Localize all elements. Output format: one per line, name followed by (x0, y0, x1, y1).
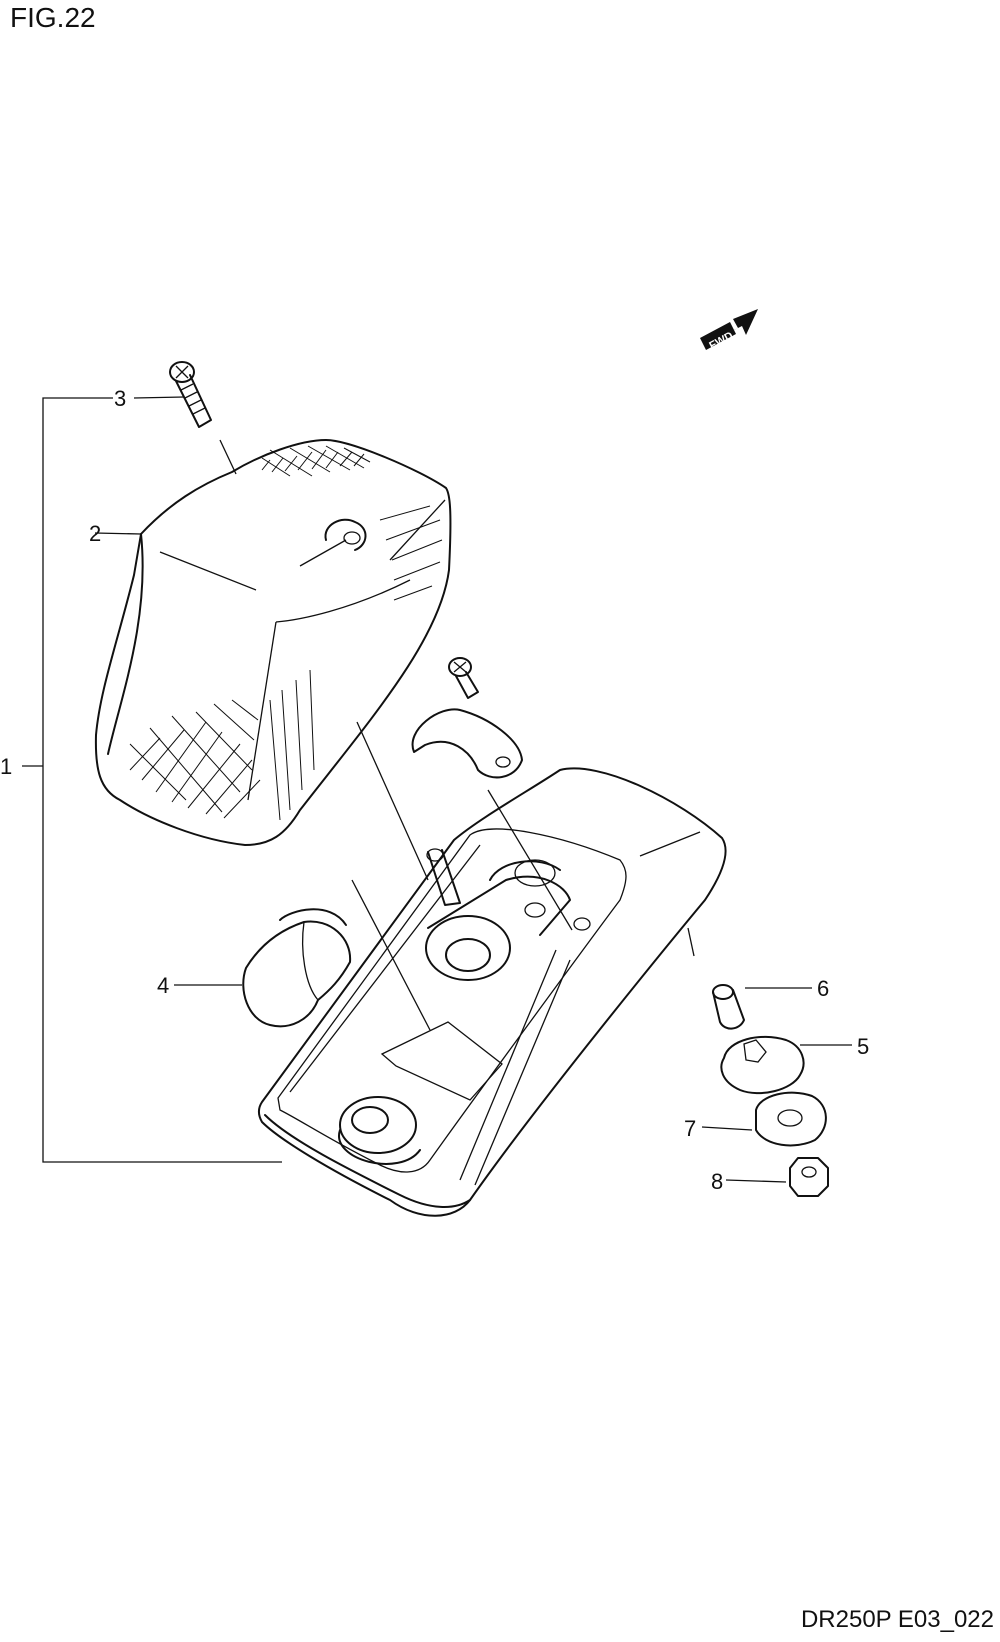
callout-5: 5 (857, 1034, 869, 1059)
callout-7: 7 (684, 1116, 696, 1141)
screw-part (133, 361, 237, 475)
callout-4: 4 (157, 973, 169, 998)
lens-part (94, 439, 452, 846)
grommet-part (720, 1035, 852, 1095)
housing-part (258, 767, 727, 1217)
washer-part (701, 1091, 827, 1147)
callout-2: 2 (89, 521, 101, 546)
callout-8: 8 (711, 1169, 723, 1194)
figure-title: FIG.22 (10, 2, 96, 33)
fwd-arrow-icon: FWD (700, 309, 758, 352)
assembly-bracket (22, 397, 282, 1163)
bulb-part (174, 908, 352, 1028)
callout-6: 6 (817, 976, 829, 1001)
callout-1: 1 (0, 754, 12, 779)
clamp-part (356, 657, 573, 931)
nut-part (725, 1157, 829, 1197)
callout-3: 3 (114, 386, 126, 411)
collar-part (712, 984, 812, 1030)
figure-code: DR250P E03_022 (800, 1606, 994, 1633)
